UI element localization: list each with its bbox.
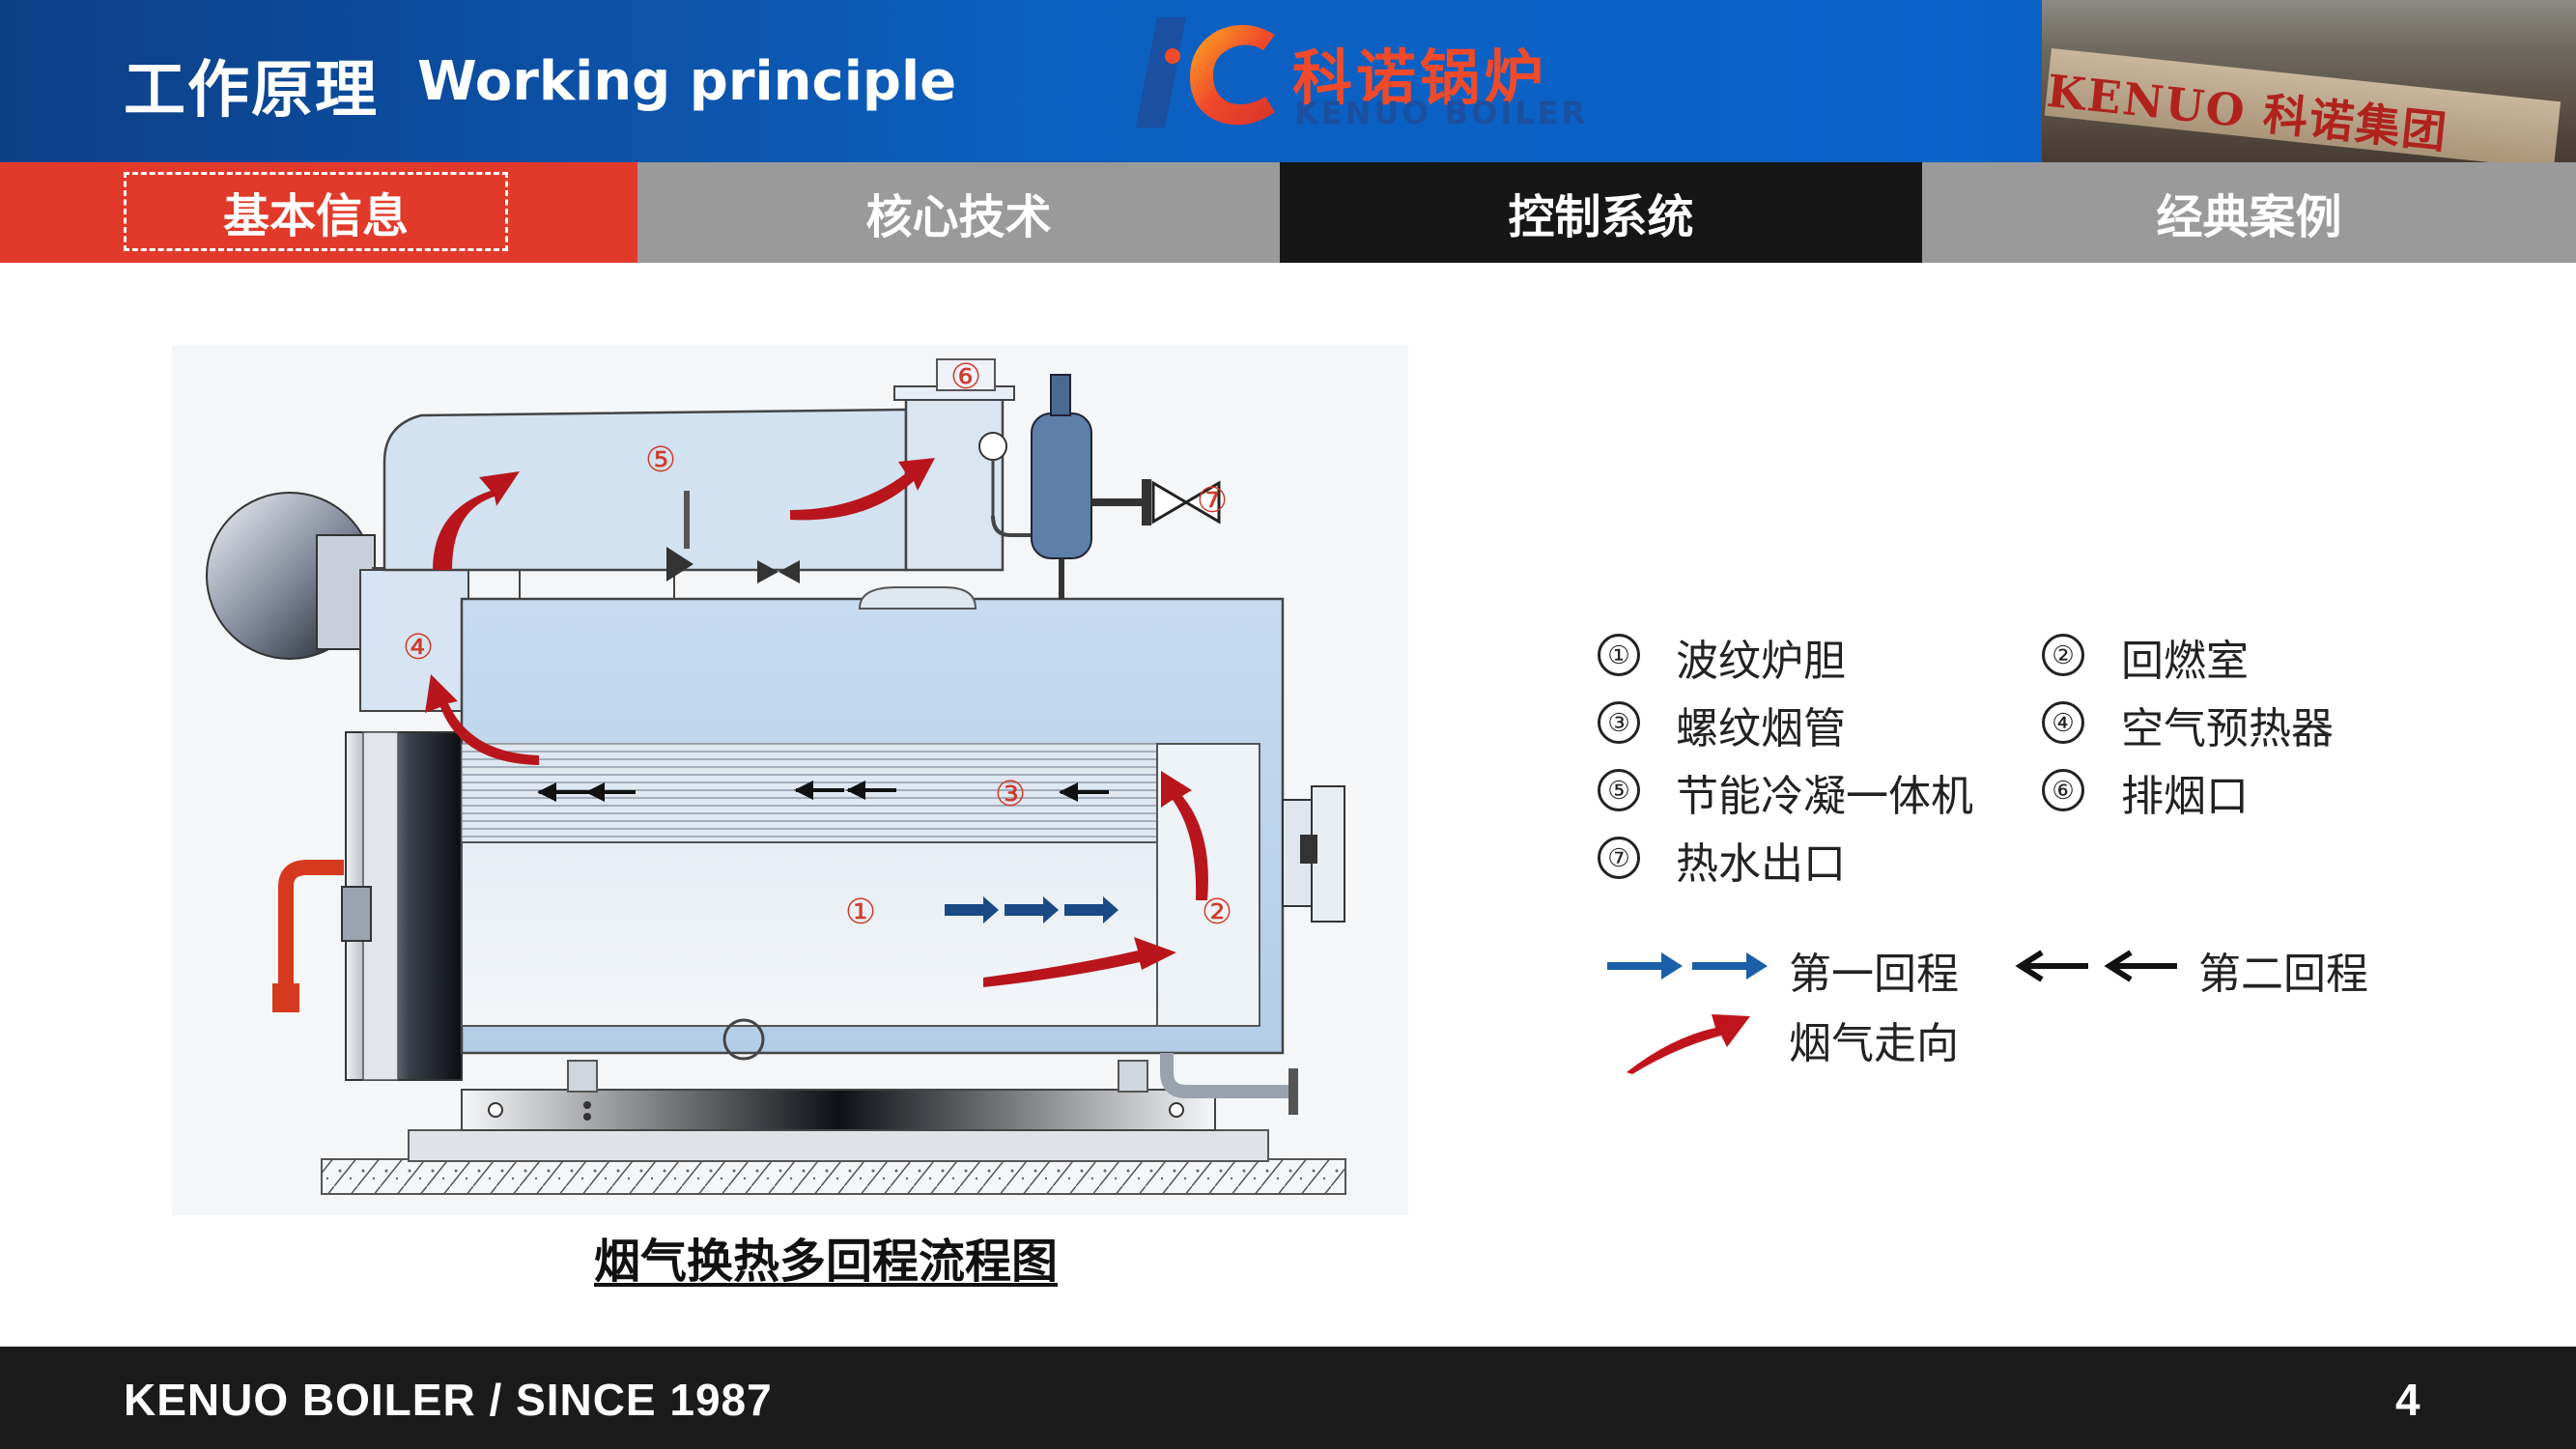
marker-1: ①	[845, 893, 876, 932]
footer-bar: KENUO BOILER / SINCE 1987 4	[0, 1347, 2576, 1449]
first-pass-arrows	[945, 896, 1118, 923]
legend-label-3: 螺纹烟管	[1676, 704, 1846, 753]
second-pass-arrows	[537, 781, 1109, 802]
tab-classic-cases[interactable]: 经典案例	[1922, 162, 2576, 263]
page-number: 4	[2395, 1375, 2420, 1425]
legend-label-2: 回燃室	[2121, 637, 2249, 686]
tab-basic-info[interactable]: 基本信息	[0, 162, 637, 263]
building-sign-text: KENUO 科诺集团	[2044, 64, 2451, 159]
page-title-cn: 工作原理	[124, 55, 379, 127]
marker-6: ⑥	[950, 357, 981, 397]
company-building-photo: KENUO 科诺集团	[2042, 0, 2576, 162]
boiler-flow-diagram: ① ② ③ ④ ⑤ ⑥ ⑦	[172, 346, 1408, 1215]
marker-2: ②	[1202, 893, 1232, 932]
first-pass-arrow-icon	[1607, 952, 1768, 980]
legend-num-6: ⑥	[2042, 769, 2084, 811]
diagram-caption: 烟气换热多回程流程图	[593, 1235, 1058, 1289]
marker-3: ③	[995, 775, 1026, 814]
legend-num-1: ①	[1598, 634, 1640, 676]
legend-label-7: 热水出口	[1676, 839, 1846, 889]
flue-gas-arrow-icon	[1627, 1014, 1750, 1074]
diagram-markers: ① ② ③ ④ ⑤ ⑥ ⑦	[403, 357, 1232, 932]
legend-num-3: ③	[1598, 701, 1640, 744]
footer-brand: KENUO BOILER / SINCE 1987	[124, 1375, 773, 1425]
legend-num-4: ④	[2042, 701, 2084, 744]
legend-num-7: ⑦	[1598, 837, 1640, 879]
page-title-en: Working principle	[417, 50, 957, 113]
tab-core-technology[interactable]: 核心技术	[637, 162, 1280, 263]
legend-label-6: 排烟口	[2121, 772, 2249, 821]
marker-5: ⑤	[645, 440, 676, 480]
legend-num-2: ②	[2042, 634, 2084, 676]
legend-num-5: ⑤	[1598, 769, 1640, 811]
logo-text-en: KENUO BOILER	[1294, 95, 1589, 131]
tab-control-system[interactable]: 控制系统	[1280, 162, 1922, 263]
tab-basic-info-label: 基本信息	[124, 172, 508, 251]
legend-label-1: 波纹炉胆	[1676, 637, 1846, 686]
building-sign: KENUO 科诺集团	[2044, 48, 2562, 162]
logo-text-cn: 科诺锅炉	[1292, 43, 1548, 113]
top-navigation: 基本信息 核心技术 控制系统 经典案例	[0, 162, 2576, 263]
second-pass-arrow-icon	[2015, 950, 2177, 982]
header-bar: 工作原理 Working principle 科诺锅炉 KENUO BOILER…	[0, 0, 2576, 162]
flue-gas-arrows	[425, 458, 1208, 987]
marker-7: ⑦	[1197, 481, 1228, 521]
legend-second-pass: 第二回程	[2198, 950, 2368, 999]
legend-flue-gas: 烟气走向	[1789, 1019, 1959, 1068]
marker-4: ④	[403, 628, 434, 668]
legend-first-pass: 第一回程	[1789, 950, 1959, 999]
legend-label-5: 节能冷凝一体机	[1676, 772, 1973, 821]
kenuo-logo-icon	[1136, 17, 1275, 128]
legend-label-4: 空气预热器	[2121, 704, 2334, 753]
